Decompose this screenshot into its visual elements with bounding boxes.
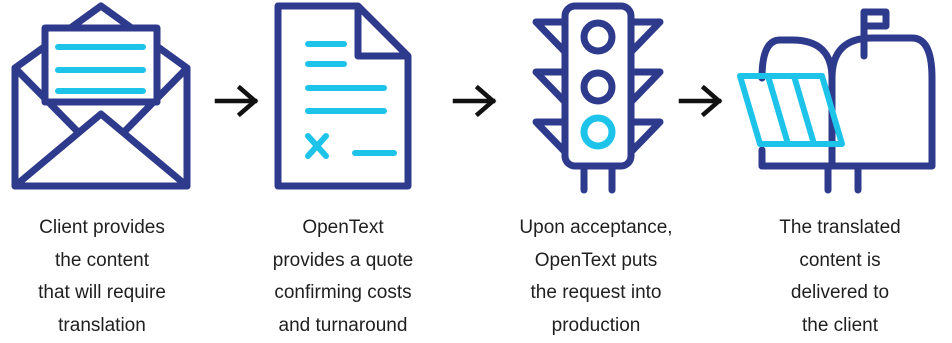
caption-line: The translated	[779, 217, 901, 238]
caption-line: OpenText puts	[534, 249, 658, 271]
step-4-caption: The translated content is delivered to t…	[740, 212, 940, 342]
caption-line: OpenText	[302, 217, 384, 238]
caption-line: production	[551, 314, 641, 336]
arrow-right-icon	[452, 84, 497, 118]
caption-line: that will require	[38, 282, 166, 303]
caption-line: the client	[801, 314, 879, 336]
caption-line: the content	[54, 249, 150, 271]
open-envelope-letter-icon	[11, 2, 191, 190]
arrow-right-icon	[678, 84, 723, 118]
caption-line: content is	[799, 249, 881, 271]
caption-line: and turnaround	[278, 314, 408, 336]
traffic-light-icon	[532, 2, 664, 194]
caption-line: translation	[58, 314, 146, 336]
arrow-right-icon	[214, 84, 259, 118]
caption-line: Client provides	[39, 217, 165, 238]
mailbox-icon	[737, 8, 936, 194]
caption-line: Upon acceptance,	[519, 217, 673, 238]
caption-line: provides a quote	[272, 249, 414, 271]
step-3-caption: Upon acceptance, OpenText puts the reque…	[496, 212, 696, 342]
caption-line: delivered to	[790, 282, 890, 303]
caption-line: confirming costs	[274, 282, 412, 303]
document-quote-icon	[274, 2, 412, 190]
caption-line: the request into	[530, 282, 662, 303]
step-2-caption: OpenText provides a quote confirming cos…	[243, 212, 443, 342]
step-1-caption: Client provides the content that will re…	[2, 212, 202, 342]
